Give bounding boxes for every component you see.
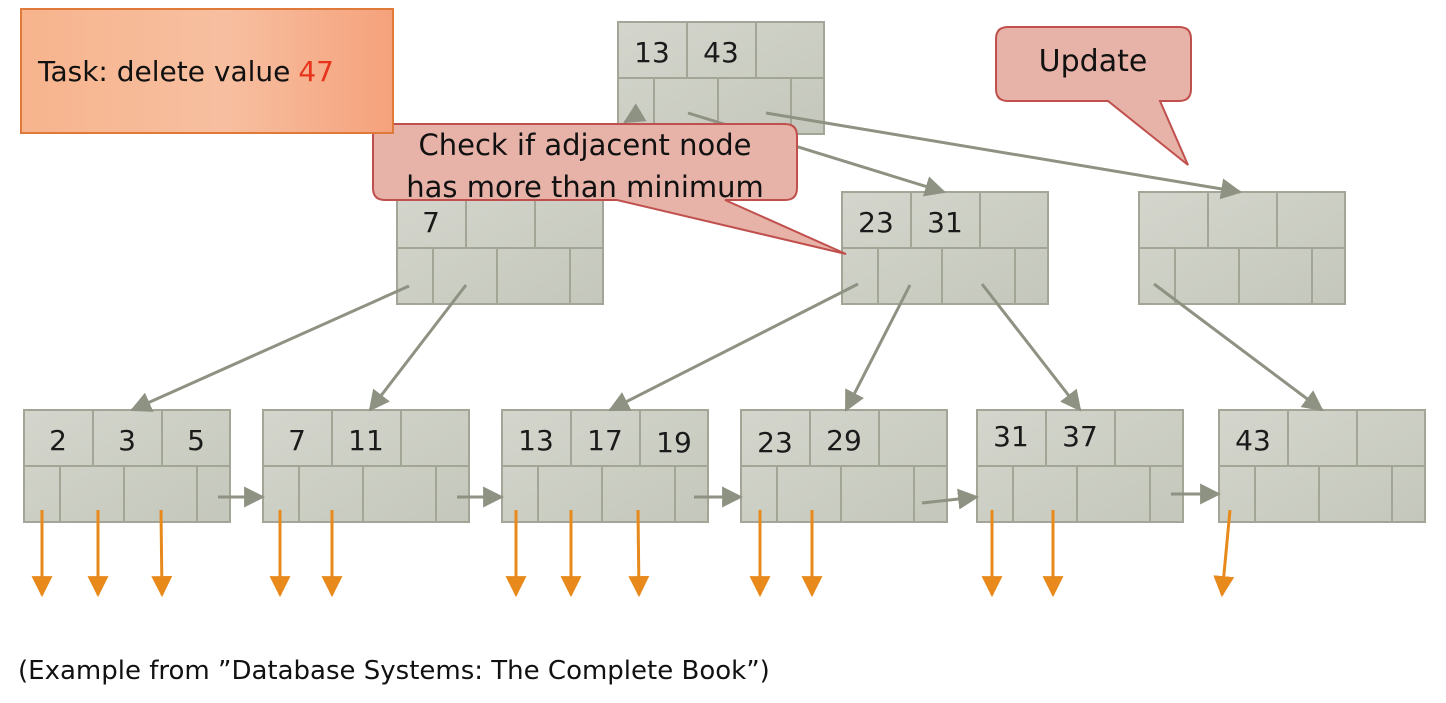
leaf-node-1-key: 5	[187, 424, 205, 457]
leaf-node-4-key: 23	[757, 426, 793, 459]
record-pointer-arrow	[1213, 509, 1235, 598]
leaf-node-5-key: 37	[1062, 420, 1098, 453]
pointer-arrow	[368, 284, 468, 412]
pointer-arrow	[623, 103, 647, 124]
update-callout	[995, 26, 1192, 166]
leaf-node-6: 43	[1218, 409, 1426, 523]
leaf-node-3-key: 13	[518, 424, 554, 457]
leaf-node-3-key: 17	[587, 424, 623, 457]
pointer-arrow	[765, 111, 1243, 200]
internal-node-right	[1138, 191, 1346, 305]
root-node-key: 13	[634, 36, 670, 69]
pointer-arrow	[130, 284, 410, 412]
leaf-node-2: 7 11	[262, 409, 470, 523]
leaf-node-1-key: 3	[118, 424, 136, 457]
internal-node-middle-key: 23	[858, 206, 894, 239]
internal-node-left-key: 7	[422, 206, 440, 239]
leaf-node-3-key: 19	[656, 426, 692, 459]
leaf-node-1: 2 3 5	[23, 409, 231, 523]
update-callout-text: Update	[996, 44, 1190, 79]
root-node: 13 43	[617, 21, 825, 135]
task-label: Task: delete value	[38, 54, 291, 88]
leaf-node-1-key: 2	[49, 424, 67, 457]
pointer-arrow	[1153, 282, 1324, 412]
update-label: Update	[1038, 44, 1148, 79]
tree-pointers	[31, 103, 1324, 598]
leaf-node-4: 23 29	[740, 409, 948, 523]
check-callout-line-2: has more than minimum	[406, 170, 764, 204]
record-pointer-arrow	[151, 509, 173, 598]
pointer-arrow	[980, 283, 1082, 412]
internal-node-left: 7	[396, 191, 604, 305]
record-pointer-arrow	[628, 509, 650, 598]
leaf-node-4-key: 29	[826, 424, 862, 457]
source-citation: (Example from ”Database Systems: The Com…	[18, 656, 770, 686]
leaf-node-2-key: 11	[348, 424, 384, 457]
leaf-node-2-key: 7	[288, 424, 306, 457]
leaf-node-5-key: 31	[993, 420, 1029, 453]
task-value: 47	[298, 54, 334, 88]
root-node-key: 43	[703, 36, 739, 69]
check-callout-text: Check if adjacent node has more than min…	[373, 124, 797, 208]
leaf-node-5: 31 37	[976, 409, 1184, 523]
task-box: Task: delete value 47	[20, 8, 394, 134]
pointer-arrow	[844, 284, 912, 412]
leaf-node-3: 13 17 19	[501, 409, 709, 523]
internal-node-middle-key: 31	[927, 206, 963, 239]
internal-node-middle: 23 31	[841, 191, 1049, 305]
pointer-arrow	[608, 282, 859, 412]
leaf-node-6-key: 43	[1235, 424, 1271, 457]
next-leaf-arrow	[921, 488, 980, 510]
check-callout-line-1: Check if adjacent node	[418, 128, 752, 162]
